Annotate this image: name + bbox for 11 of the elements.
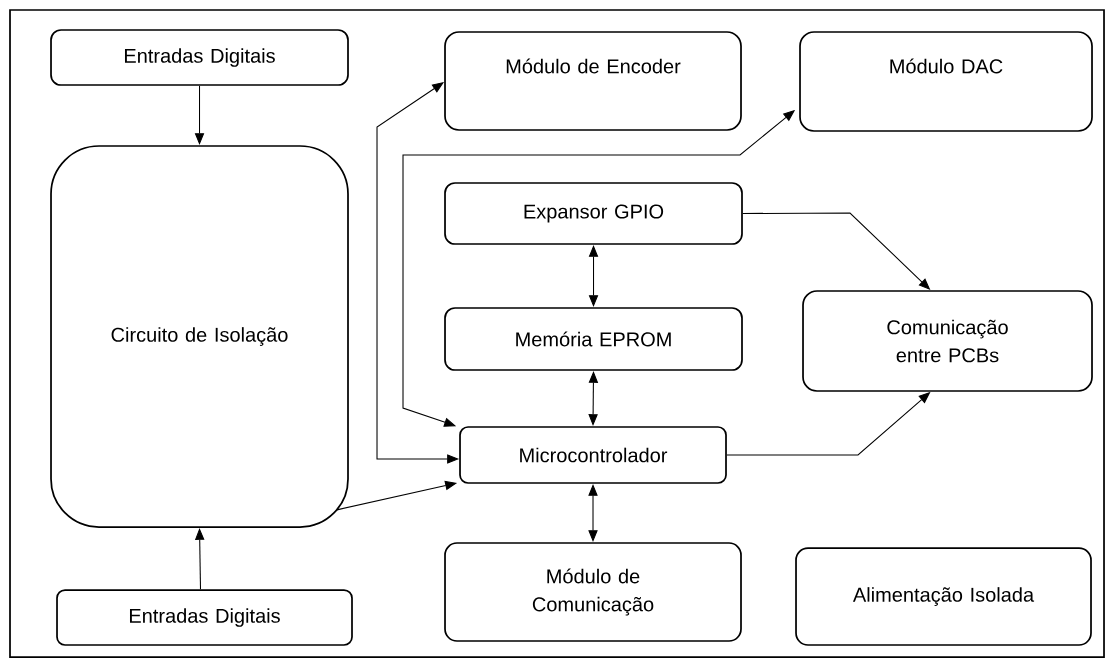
- box: Comunicação entre PCBs: [802, 290, 1093, 392]
- box: Circuito de Isolação: [50, 145, 349, 528]
- box: Memória EPROM: [444, 307, 743, 371]
- box: Expansor GPIO: [444, 182, 743, 245]
- box: Microcontrolador: [459, 426, 727, 484]
- box: Módulo de Comunicação: [444, 542, 742, 642]
- box: Entradas Digitais: [56, 589, 353, 646]
- box: Entradas Digitais: [50, 29, 349, 86]
- box: Alimentação Isolada: [795, 547, 1092, 646]
- box: Módulo DAC: [799, 31, 1093, 132]
- box: Módulo de Encoder: [444, 31, 742, 131]
